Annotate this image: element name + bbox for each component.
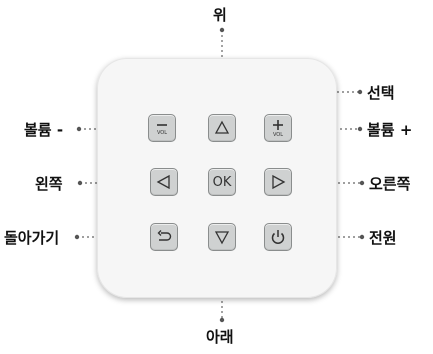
right-button[interactable] [264,168,292,196]
label-power: 전원 [369,229,397,247]
label-left: 왼쪽 [35,175,63,193]
plus-icon: VOL [273,120,283,138]
triangle-right-icon [272,174,286,190]
back-button[interactable] [150,223,178,251]
vol-up-button[interactable]: VOL [264,114,292,142]
left-button[interactable] [150,168,178,196]
label-vol-down: 볼륨 - [24,121,64,139]
ok-label: OK [212,174,232,190]
power-icon [271,230,285,244]
label-back: 돌아가기 [4,229,60,247]
vol-down-text: VOL [157,130,167,136]
label-down: 아래 [206,328,234,346]
triangle-up-icon [214,120,230,134]
power-button[interactable] [264,223,292,251]
triangle-down-icon [214,231,230,245]
vol-up-text: VOL [273,132,283,138]
label-up: 위 [213,6,227,24]
ok-button[interactable]: OK [208,168,236,196]
back-arrow-icon [157,230,172,241]
down-button[interactable] [208,223,236,251]
label-vol-up: 볼륨 + [367,121,413,139]
vol-down-button[interactable]: VOL [148,114,176,142]
label-right: 오른쪽 [369,175,411,193]
minus-icon: VOL [157,124,167,136]
up-button[interactable] [208,114,236,142]
triangle-left-icon [156,174,170,190]
label-select: 선택 [367,84,395,102]
